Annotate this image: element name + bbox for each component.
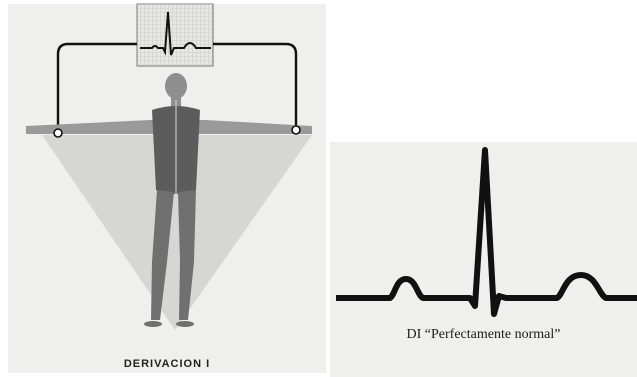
ecg-monitor [137, 4, 213, 66]
ecg-caption: DI “Perfectamente normal” [330, 327, 637, 343]
left-electrode [54, 129, 62, 137]
left-lead-wire [58, 44, 137, 132]
right-lead-wire [213, 44, 296, 128]
lead-caption: DERIVACION I [8, 358, 326, 370]
lead-i-ecg-trace [336, 150, 637, 314]
right-electrode [292, 126, 300, 134]
